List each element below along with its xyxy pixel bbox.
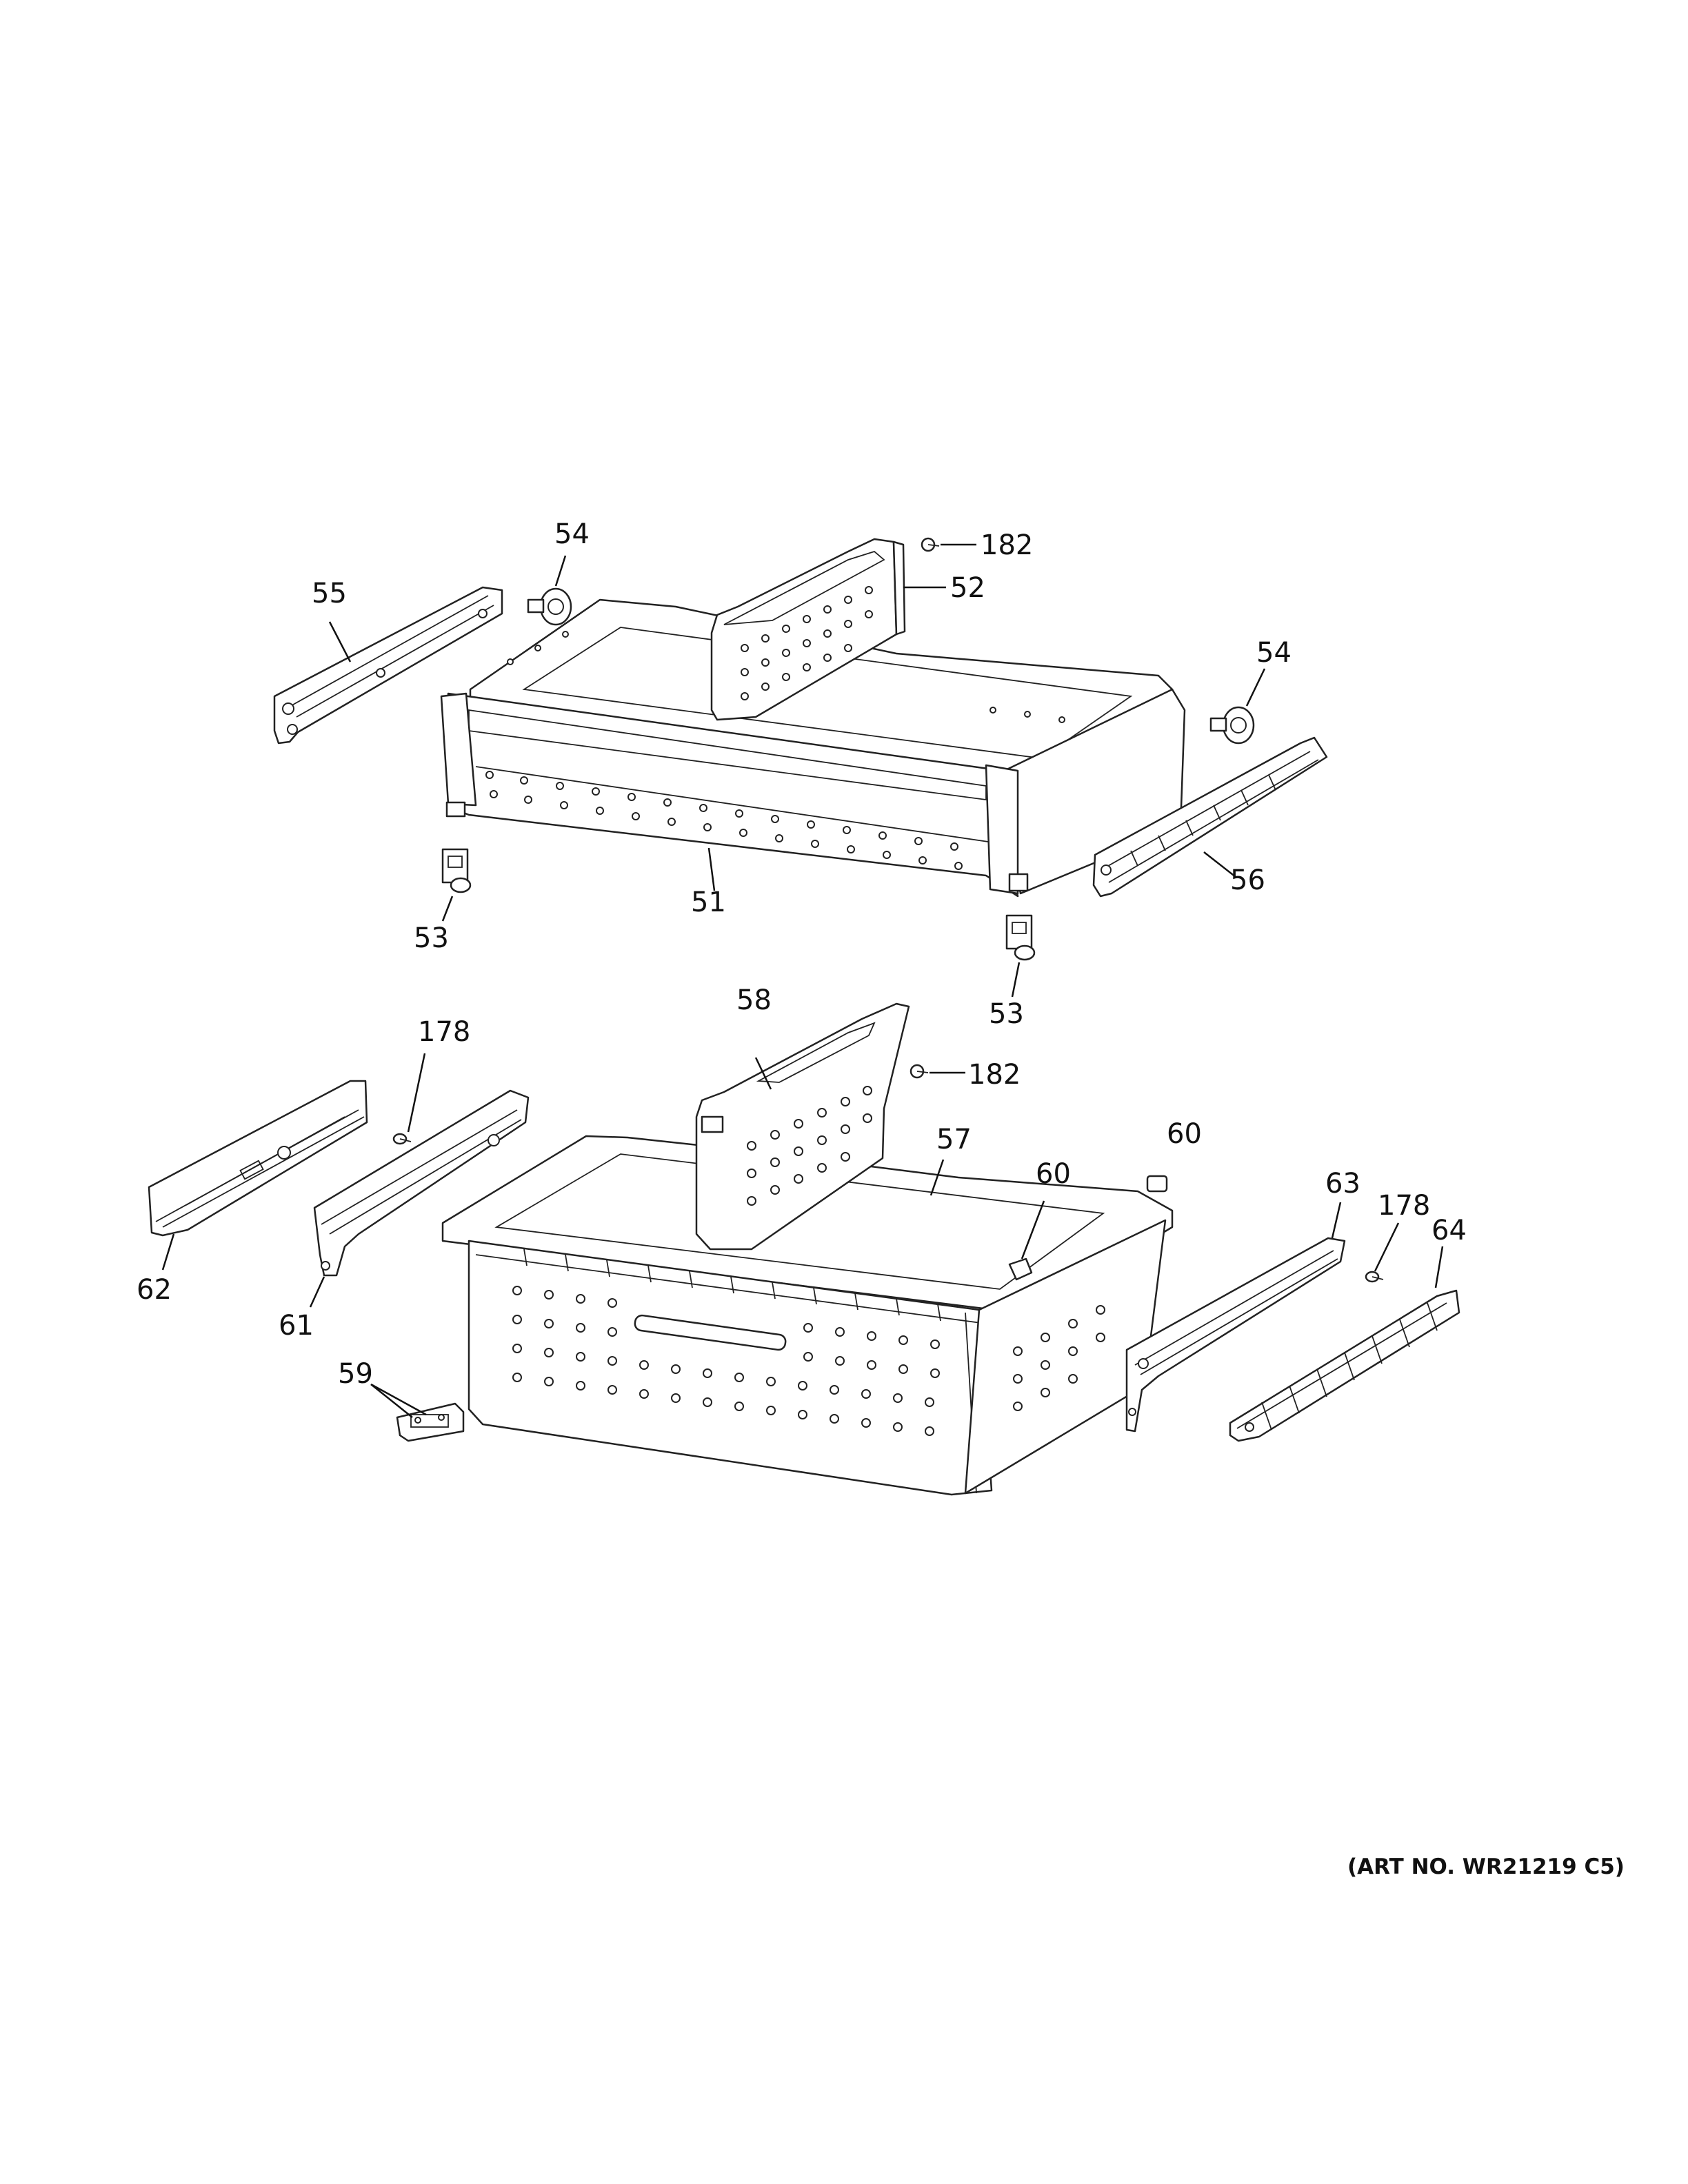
callout-58: 58 <box>736 984 772 1016</box>
part-60-cap-lower[interactable] <box>1008 1257 1033 1281</box>
callout-53-right: 53 <box>989 998 1024 1030</box>
callout-54-right: 54 <box>1256 637 1292 669</box>
drawer-51-perforations <box>485 631 1065 870</box>
callout-64: 64 <box>1431 1215 1467 1246</box>
callout-51: 51 <box>691 887 726 918</box>
part-57-lower-basket[interactable] <box>441 1135 1174 1496</box>
callout-182-upper: 182 <box>981 529 1033 561</box>
part-56-right-rail[interactable] <box>1092 736 1328 898</box>
divider-52-perforations <box>741 586 873 700</box>
part-64-right-outer-rail[interactable] <box>1229 1289 1460 1442</box>
callout-182-lower: 182 <box>968 1059 1021 1091</box>
callout-61: 61 <box>279 1310 314 1342</box>
callout-54-left: 54 <box>554 518 590 550</box>
leader-lines <box>161 543 1444 1418</box>
callout-56: 56 <box>1230 865 1265 896</box>
rail-64-grid <box>1261 1302 1438 1430</box>
part-62-left-outer-rail[interactable] <box>148 1080 368 1237</box>
part-178-screw-right[interactable] <box>1365 1271 1384 1283</box>
basket-57-rim-ribs <box>523 1248 941 1322</box>
callout-63: 63 <box>1325 1168 1360 1200</box>
part-52-divider[interactable] <box>710 538 906 721</box>
rail-56-teeth <box>1130 774 1276 867</box>
callout-52: 52 <box>950 572 985 604</box>
callout-55: 55 <box>312 578 347 609</box>
callout-57: 57 <box>936 1124 972 1155</box>
part-53-clip-left[interactable] <box>441 848 472 893</box>
part-178-screw-left[interactable] <box>392 1133 412 1145</box>
art-number: (ART NO. WR21219 C5) <box>1347 1854 1625 1879</box>
part-58-lower-divider[interactable] <box>695 1002 910 1251</box>
callout-62: 62 <box>137 1274 172 1306</box>
part-60-cap-upper[interactable] <box>1146 1175 1168 1193</box>
part-55-left-rail[interactable] <box>273 586 503 745</box>
part-53-clip-right[interactable] <box>1005 914 1036 961</box>
part-182-screw-lower[interactable] <box>910 1064 929 1079</box>
callout-59: 59 <box>338 1358 373 1390</box>
callout-60-lower: 60 <box>1036 1158 1071 1190</box>
part-54-roller-left[interactable] <box>527 587 572 626</box>
part-59-bracket[interactable] <box>396 1402 465 1442</box>
basket-57-perforations <box>512 1286 1105 1436</box>
callout-178-left: 178 <box>418 1016 470 1048</box>
divider-58-perforations <box>747 1086 872 1206</box>
part-54-roller-right[interactable] <box>1209 706 1255 745</box>
part-182-screw-upper[interactable] <box>921 537 940 552</box>
callout-53-left: 53 <box>414 922 449 954</box>
part-63-right-inner-rail[interactable] <box>1125 1237 1346 1433</box>
callout-178-right: 178 <box>1378 1190 1430 1222</box>
callout-60-upper: 60 <box>1167 1118 1202 1150</box>
part-61-left-inner-rail[interactable] <box>313 1089 530 1277</box>
